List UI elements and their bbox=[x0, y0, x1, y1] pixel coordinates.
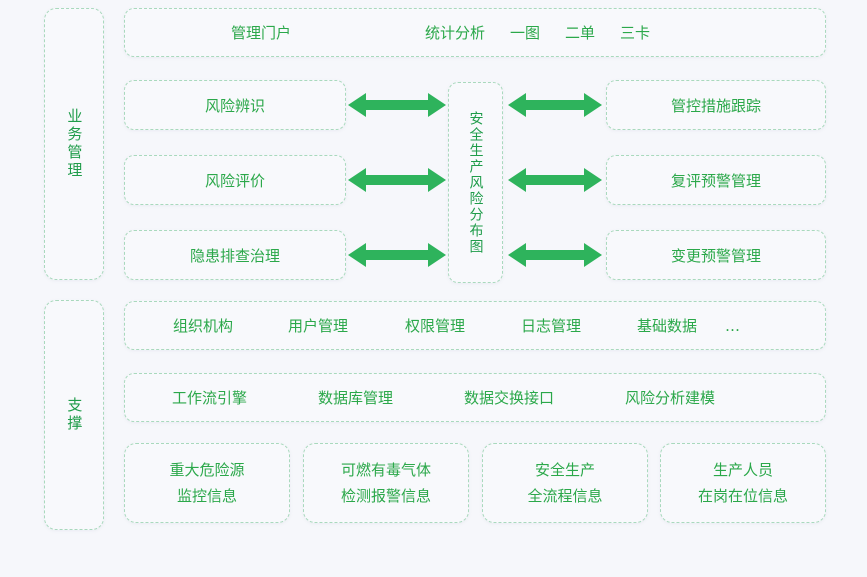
support-item-log-management[interactable]: 日志管理 bbox=[521, 317, 582, 335]
platform-item-data-exchange-interface[interactable]: 数据交换接口 bbox=[464, 389, 555, 407]
platform-item-risk-analysis-modeling[interactable]: 风险分析建模 bbox=[625, 389, 716, 407]
data-card-line-2: 在岗在位信息 bbox=[697, 487, 788, 505]
data-card-major-hazard-source[interactable]: 重大危险源 监控信息 bbox=[124, 443, 290, 523]
data-card-line-2: 检测报警信息 bbox=[340, 487, 431, 505]
rail-support: 支撑 bbox=[44, 300, 104, 530]
data-card-line-1: 重大危险源 bbox=[169, 461, 245, 479]
double-arrow-icon bbox=[348, 166, 446, 194]
topbar-item-statistics[interactable]: 统计分析 bbox=[425, 24, 486, 42]
double-arrow-icon bbox=[348, 91, 446, 119]
process-box-hazard-investigation[interactable]: 隐患排查治理 bbox=[124, 230, 346, 280]
process-box-risk-identification[interactable]: 风险辨识 bbox=[124, 80, 346, 130]
topbar-item-one-map[interactable]: 一图 bbox=[510, 24, 541, 42]
data-card-line-1: 可燃有毒气体 bbox=[340, 461, 431, 479]
double-arrow-icon bbox=[508, 91, 602, 119]
data-card-line-1: 生产人员 bbox=[712, 461, 773, 479]
process-box-label: 复评预警管理 bbox=[670, 171, 761, 190]
topbar-item-two-lists[interactable]: 二单 bbox=[565, 24, 596, 42]
data-card-gas-detection-alarm[interactable]: 可燃有毒气体 检测报警信息 bbox=[303, 443, 469, 523]
platform-item-workflow-engine[interactable]: 工作流引擎 bbox=[172, 389, 248, 407]
top-portal-bar[interactable]: 管理门户 统计分析 一图 二单 三卡 bbox=[124, 8, 826, 57]
center-box-label: 安全生产风险分布图 bbox=[467, 110, 484, 255]
process-box-label: 变更预警管理 bbox=[670, 246, 761, 265]
double-arrow-icon bbox=[348, 241, 446, 269]
data-card-personnel-on-duty[interactable]: 生产人员 在岗在位信息 bbox=[660, 443, 826, 523]
support-item-basic-data[interactable]: 基础数据 bbox=[637, 317, 698, 335]
process-box-label: 管控措施跟踪 bbox=[670, 96, 761, 115]
topbar-item-three-cards[interactable]: 三卡 bbox=[620, 24, 651, 42]
support-item-user-management[interactable]: 用户管理 bbox=[288, 317, 349, 335]
center-risk-distribution-map[interactable]: 安全生产风险分布图 bbox=[448, 82, 503, 283]
rail-business-management-label: 业务管理 bbox=[65, 108, 84, 180]
process-box-change-warning[interactable]: 变更预警管理 bbox=[606, 230, 826, 280]
data-card-line-1: 安全生产 bbox=[534, 461, 595, 479]
process-box-label: 隐患排查治理 bbox=[189, 246, 280, 265]
rail-support-label: 支撑 bbox=[65, 397, 84, 433]
support-row-platform[interactable]: 工作流引擎 数据库管理 数据交换接口 风险分析建模 bbox=[124, 373, 826, 422]
data-card-line-2: 监控信息 bbox=[176, 487, 237, 505]
support-item-permission-management[interactable]: 权限管理 bbox=[405, 317, 466, 335]
double-arrow-icon bbox=[508, 241, 602, 269]
process-box-label: 风险评价 bbox=[204, 171, 265, 190]
platform-item-database-management[interactable]: 数据库管理 bbox=[318, 389, 394, 407]
support-item-more-ellipsis[interactable]: … bbox=[725, 316, 742, 335]
process-box-label: 风险辨识 bbox=[204, 96, 265, 115]
double-arrow-icon bbox=[508, 166, 602, 194]
process-box-reassessment-warning[interactable]: 复评预警管理 bbox=[606, 155, 826, 205]
data-card-line-2: 全流程信息 bbox=[527, 487, 603, 505]
rail-business-management: 业务管理 bbox=[44, 8, 104, 280]
support-row-management[interactable]: 组织机构 用户管理 权限管理 日志管理 基础数据 … bbox=[124, 301, 826, 350]
process-box-risk-evaluation[interactable]: 风险评价 bbox=[124, 155, 346, 205]
portal-label: 管理门户 bbox=[231, 24, 292, 42]
support-item-organization[interactable]: 组织机构 bbox=[173, 317, 234, 335]
data-card-safety-production-process[interactable]: 安全生产 全流程信息 bbox=[482, 443, 648, 523]
process-box-control-measure-tracking[interactable]: 管控措施跟踪 bbox=[606, 80, 826, 130]
